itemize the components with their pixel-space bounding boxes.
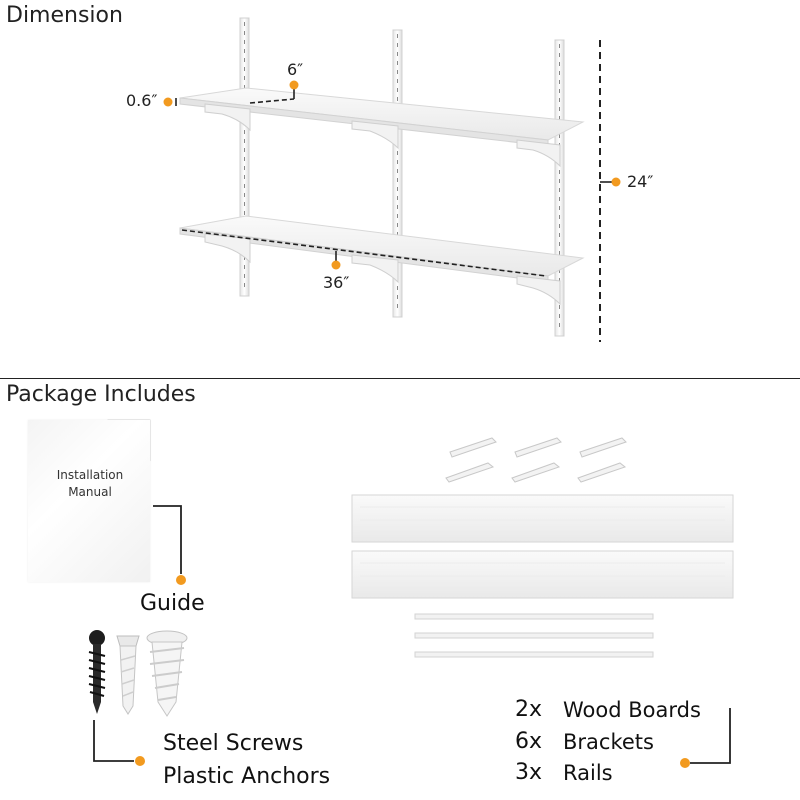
hardware-connector [93,720,145,766]
item-name: Brackets [563,730,654,754]
item-qty: 2x [515,697,543,722]
section-divider [0,378,800,379]
drywall-anchor-icon [146,630,188,717]
upper-shelf [179,87,585,168]
height-label: 24″ [627,172,654,191]
depth-label: 6″ [287,60,304,79]
dimension-title: Dimension [6,3,123,28]
screws-label: Steel Screws [163,731,304,756]
loose-rails [414,613,654,658]
plastic-anchor-icon [116,635,140,715]
loose-brackets [445,437,627,483]
width-marker [181,229,547,277]
height-marker [599,40,621,342]
manual-image [28,420,150,582]
thickness-marker [163,97,177,107]
rail-middle [392,29,403,318]
items-connector [680,708,731,768]
thickness-label: 0.6″ [126,91,158,110]
item-qty: 3x [515,760,543,785]
guide-connector [153,505,186,585]
screw-icon [88,630,106,714]
loose-boards [351,494,734,599]
anchors-label: Plastic Anchors [163,764,331,789]
item-qty: 6x [515,729,543,754]
width-label: 36″ [323,273,350,292]
depth-marker [249,80,299,104]
item-name: Rails [563,761,613,785]
guide-label: Guide [140,591,205,616]
item-name: Wood Boards [563,698,701,722]
package-title: Package Includes [6,382,196,407]
manual-text: Installation Manual [56,468,124,499]
